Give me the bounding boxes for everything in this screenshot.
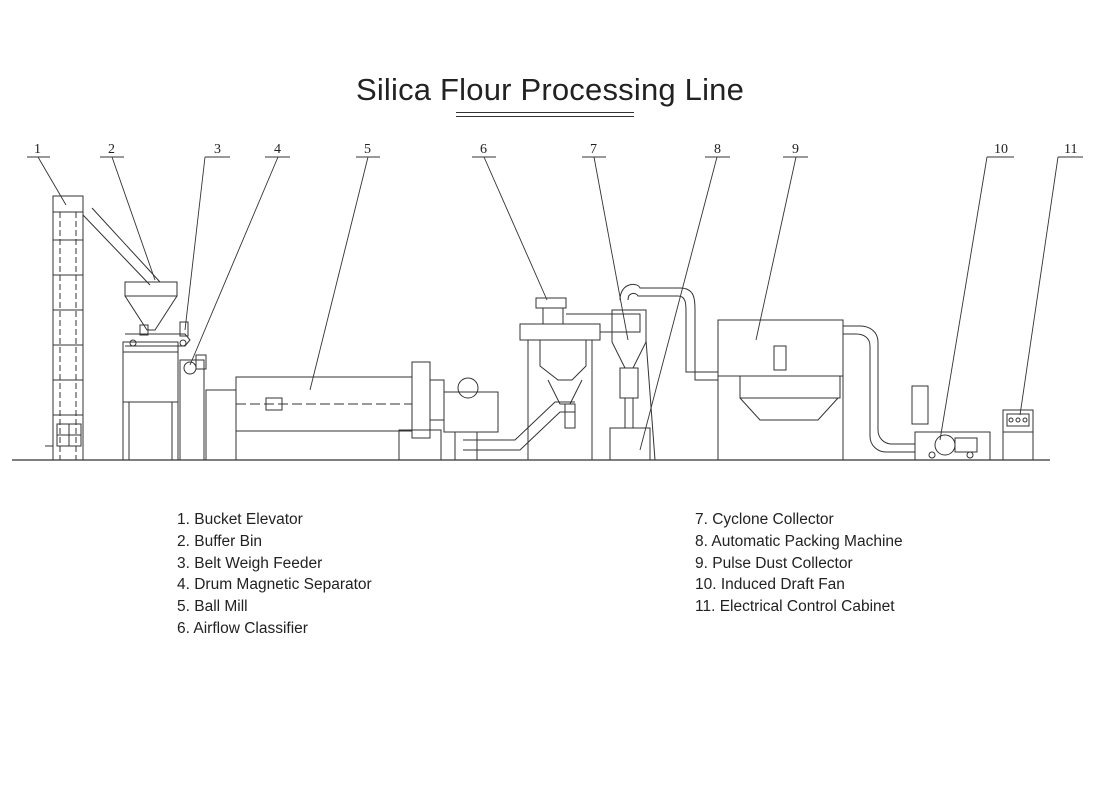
diagram-title: Silica Flour Processing Line (355, 72, 745, 107)
legend-item: 7. Cyclone Collector (695, 511, 834, 528)
callout-1: 1 (34, 142, 41, 157)
airflow-classifier-drawing (463, 297, 641, 460)
legend-item: 4. Drum Magnetic Separator (177, 576, 372, 594)
callout-4: 4 (274, 142, 281, 157)
legend-left-column: 1. Bucket Elevator 2. Buffer Bin 3. Belt… (177, 509, 372, 640)
callout-numbers: 1 2 3 4 5 6 7 8 9 10 11 (34, 142, 1077, 157)
cyclone-collector-drawing (609, 283, 718, 461)
bucket-elevator-drawing (45, 195, 161, 461)
callout-leaders (27, 156, 1083, 451)
callout-9: 9 (792, 142, 799, 157)
callout-7: 7 (590, 142, 597, 157)
belt-feeder-drawing (125, 321, 207, 461)
title-underline (456, 112, 634, 117)
process-line-diagram: 1 2 3 4 5 6 7 8 9 10 11 (12, 142, 1083, 461)
legend-item: 6. Airflow Classifier (177, 619, 308, 637)
callout-2: 2 (108, 142, 115, 157)
legend-item: 3. Belt Weigh Feeder (177, 554, 323, 572)
callout-11: 11 (1064, 142, 1077, 157)
callout-5: 5 (364, 142, 371, 157)
legend-item: 8. Automatic Packing Machine (695, 532, 903, 550)
legend-item: 2. Buffer Bin (177, 532, 263, 550)
callout-3: 3 (214, 142, 221, 157)
legend-item: 5. Ball Mill (177, 598, 248, 616)
ball-mill-drawing (205, 361, 499, 461)
induced-draft-fan-drawing (911, 385, 991, 461)
control-cabinet-drawing (1002, 409, 1034, 461)
callout-10: 10 (994, 142, 1008, 157)
pulse-dust-collector-drawing (717, 319, 915, 460)
legend-item: 9. Pulse Dust Collector (695, 554, 853, 572)
buffer-bin-drawing (122, 281, 179, 461)
legend-item: 10. Induced Draft Fan (695, 576, 845, 594)
legend-item: 11. Electrical Control Cabinet (695, 598, 895, 616)
legend-item: 1. Bucket Elevator (177, 511, 303, 528)
legend-right-column: 7. Cyclone Collector 8. Automatic Packin… (695, 509, 903, 618)
callout-8: 8 (714, 142, 721, 157)
callout-6: 6 (480, 142, 487, 157)
